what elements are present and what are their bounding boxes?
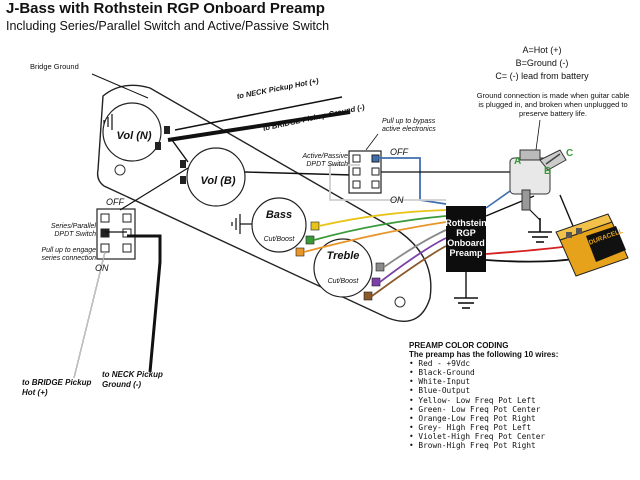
pot-lug-brown [363,291,373,301]
coding-wire: • Yellow- Low Freq Pot Left [409,395,536,405]
coding-wire: • White-Input [409,377,471,387]
sp-on-label: ON [95,263,109,273]
preamp-line-4: Preamp [449,248,483,258]
vol-b-label: Vol (B) [200,175,236,187]
preamp-line-2: RGP [456,228,476,238]
battery [555,213,629,277]
ap-off-label: OFF [390,147,408,157]
treble-label: Treble [326,250,360,262]
vol-n-label: Vol (N) [116,130,152,142]
preamp-line-1: Rothstein [445,218,487,228]
wire-voln-to-volb [171,139,189,163]
coding-wire: • Black-Ground [409,368,475,378]
wire-sp-to-volb [119,167,189,211]
ground-symbol [454,297,478,309]
jack-letter-b: B [544,166,552,177]
series-parallel-label: Series/Parallel DPDT Switch [50,223,96,238]
note-leader [535,119,541,151]
pot-lug-violet [371,277,381,287]
page-subtitle: Including Series/Parallel Switch and Act… [6,19,330,33]
active-passive-label: Active/Passive DPDT Switch [302,153,348,168]
legend-a: A=Hot (+) [522,45,562,55]
wire-battery-black [485,257,581,263]
pot-lug [180,176,186,184]
pot-lug-yellow [310,221,320,231]
pot-lug [164,126,170,134]
preamp-box-label: Rothstein RGP Onboard Preamp [431,218,501,258]
ap-on-label: ON [390,195,404,205]
wire-bridge-ground [167,110,351,142]
ground-note: Ground connection is made when guitar ca… [476,91,630,118]
coding-wire: • Violet-High Freq Pot Center [409,431,546,441]
vol-b-pot [186,147,246,207]
output-jack [509,149,567,221]
pot-lug-green [305,235,315,245]
pot-lug [180,160,186,168]
to-neck-ground-label: to NECK Pickup Ground (-) [102,370,163,389]
preamp-color-coding: PREAMP COLOR CODING The preamp has the f… [409,341,558,450]
legend-c: C= (-) lead from battery [495,71,589,81]
plate-screw [394,296,406,308]
coding-subheading: The preamp has the following 10 wires: [409,350,559,360]
wire-to-bridge-hot-inner [73,251,106,379]
bypass-leader [365,133,379,151]
wire-to-neck-ground [127,234,162,373]
coding-wire: • Grey- High Freq Pot Left [409,422,532,432]
pot-lug-orange [295,247,305,257]
coding-wire: • Green- Low Freq Pot Center [409,404,541,414]
ground-symbol [103,114,113,130]
legend-b: B=Ground (-) [515,58,569,68]
jack-legend: A=Hot (+) B=Ground (-) C= (-) lead from … [487,44,597,83]
jack-letter-c: C [566,148,574,159]
bass-label: Bass [265,209,293,221]
bridge-ground-label: Bridge Ground [30,62,79,71]
sp-off-label: OFF [106,197,124,207]
ground-symbol [528,218,552,243]
coding-heading: PREAMP COLOR CODING [409,341,509,350]
pot-lug-grey [375,262,385,272]
bypass-label: Pull up to bypass active electronics [382,118,436,133]
coding-wire: • Orange-Low Freq Pot Right [409,413,536,423]
preamp-line-3: Onboard [447,238,485,248]
bass-pot [251,197,307,253]
to-bridge-hot-label: to BRIDGE Pickup Hot (+) [22,378,92,397]
coding-wire: • Brown-High Freq Pot Right [409,441,536,451]
plate-screw [114,164,126,176]
ground-symbol [231,214,252,234]
pot-lug [155,142,161,150]
coding-wire: • Red - +9Vdc [409,359,471,369]
preamp-box [446,206,486,272]
treble-sub-label: Cut/Boost [327,278,359,285]
vol-n-pot [102,102,162,162]
pull-engage-label: Pull up to engage series connection [41,247,97,262]
jack-letter-a: A [514,156,522,167]
bass-sub-label: Cut/Boost [263,236,295,243]
preamp-wire-bundle [303,157,447,297]
wire-neck-hot [174,96,343,131]
wire-volb-out [244,171,353,176]
page-title: J-Bass with Rothstein RGP Onboard Preamp [6,0,325,17]
coding-wire: • Blue-Output [409,386,471,396]
bridge-ground-leader [91,73,149,99]
treble-pot [313,238,373,298]
